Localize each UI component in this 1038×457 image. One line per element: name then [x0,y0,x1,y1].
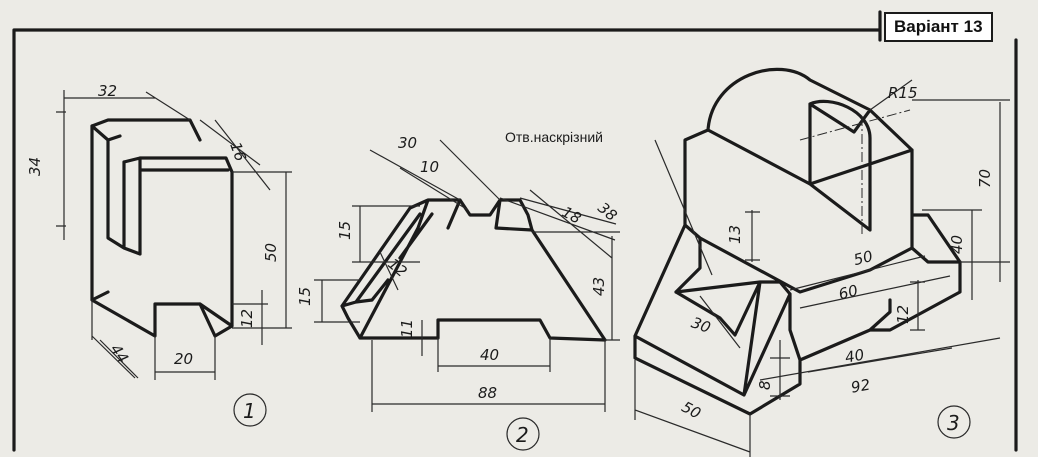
p1-dim-16: 16 [226,140,249,164]
p1-dim-20: 20 [174,350,193,368]
p2-dim-11: 11 [398,319,416,338]
p3-dim-8: 8 [756,380,774,390]
p1-dim-32: 32 [98,82,117,100]
part1-dim-lines [56,90,292,380]
p3-dim-70: 70 [976,169,994,188]
p3-dim-30: 30 [689,313,713,336]
part-2: 30 10 18 38 15 12 15 43 11 40 88 2 [296,134,621,451]
p2-dim-30: 30 [398,134,417,152]
p2-dim-18: 18 [559,203,584,228]
sheet-frame [12,10,1018,452]
variant-label: Варіант 13 [884,12,993,42]
p3-dim-50a: 50 [852,247,875,269]
part3-outline [633,67,962,416]
part3-dim-lines [634,79,1010,457]
p3-through-hole-note: Отв.наскрізний [505,129,603,145]
p2-dim-10: 10 [420,158,439,176]
p3-dim-92: 92 [850,376,872,397]
part1-number-circle [233,393,267,427]
p3-dim-50b: 50 [679,398,704,423]
part1-number: 1 [243,399,256,423]
p2-dim-43: 43 [590,277,608,296]
part3-number-circle [937,405,971,439]
p2-dim-15b: 15 [296,287,314,306]
p1-dim-44: 44 [106,341,132,367]
p3-dim-12: 12 [894,305,912,324]
part-1: 32 34 16 50 12 20 44 1 [26,82,292,427]
p2-dim-38: 38 [594,199,620,225]
part1-outline [90,118,234,338]
part3-number: 3 [947,411,960,435]
p3-dim-13: 13 [726,225,744,244]
p3-dim-r15: R15 [888,84,918,102]
part2-outline [340,198,607,342]
p1-dim-50: 50 [262,243,280,262]
part2-number: 2 [516,423,529,447]
part3-center-lines [799,109,911,236]
p3-dim-40a: 40 [948,235,966,254]
p1-dim-12: 12 [238,309,256,328]
part2-dim-lines [314,139,620,412]
p3-dim-60: 60 [837,281,860,303]
part2-number-circle [506,417,540,451]
p1-dim-34: 34 [26,157,44,176]
p2-dim-88: 88 [478,384,497,402]
part-3: Отв.наскрізний R15 70 13 50 40 60 30 12 … [505,67,1010,457]
p2-dim-15a: 15 [336,221,354,240]
p3-dim-40b: 40 [844,346,866,367]
p2-dim-40: 40 [480,346,499,364]
